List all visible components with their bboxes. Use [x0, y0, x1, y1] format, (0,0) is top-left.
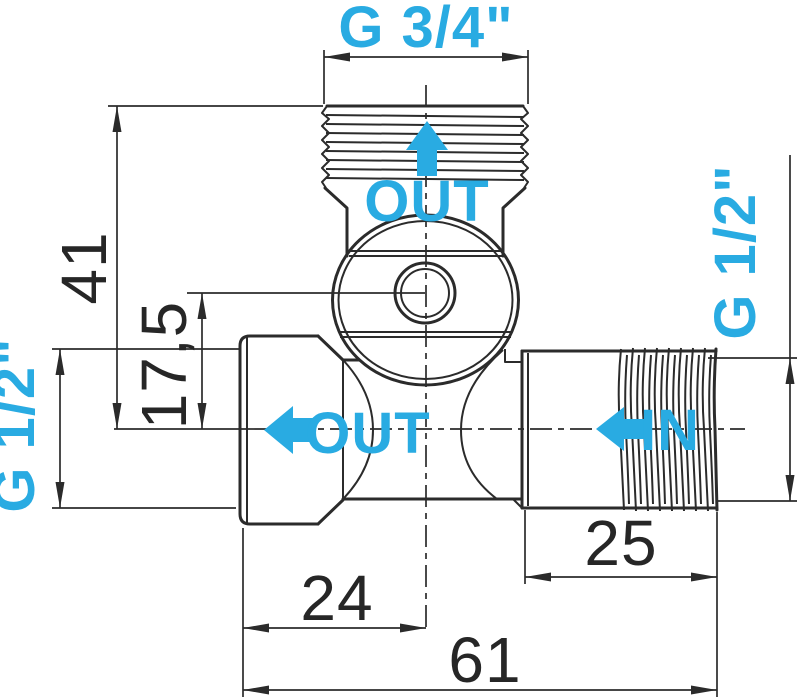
right-neck-ledge — [504, 349, 522, 363]
right-thread-label: G 1/2" — [703, 164, 768, 339]
flow-arrow-left-in-icon — [596, 407, 646, 451]
thread-right-profile — [520, 105, 529, 189]
right-port-bottom-chamfer — [512, 498, 523, 509]
left-cone-intersection-curve — [343, 360, 374, 499]
right-cone-intersection-curve — [460, 349, 504, 500]
thread-neck-left — [323, 186, 349, 258]
right-flow-label: IN — [640, 398, 700, 463]
dimension-lines — [52, 50, 797, 697]
dimension-17-5: 17,5 — [128, 301, 200, 430]
dimension-24: 24 — [300, 562, 373, 634]
stem-hole-inner — [400, 268, 450, 318]
flow-arrow-up-icon — [406, 121, 448, 176]
dimension-41: 41 — [48, 231, 120, 304]
left-port-chamfer-bottom — [316, 498, 345, 526]
flow-arrows — [264, 121, 646, 454]
stem-hole-outer — [393, 261, 457, 325]
left-port-chamfer-top — [316, 334, 345, 362]
left-flow-label: OUT — [305, 401, 430, 466]
labels: G 3/4" OUT G 1/2" OUT IN G 1/2" 41 17,5 … — [0, 0, 768, 696]
top-thread-label: G 3/4" — [338, 0, 513, 60]
right-thread-end-edge — [712, 347, 719, 512]
thread-neck-right — [501, 186, 527, 258]
dimension-25: 25 — [584, 507, 657, 579]
body-inner-circle — [337, 220, 514, 380]
valve-body — [331, 213, 520, 387]
flow-arrow-left-out-icon — [264, 406, 314, 454]
left-thread-label: G 1/2" — [0, 337, 47, 512]
thread-left-profile — [321, 105, 330, 189]
centerlines — [114, 85, 745, 632]
left-port-cap-outline — [238, 334, 320, 526]
top-flow-label: OUT — [364, 169, 489, 234]
body-outer-circle — [331, 213, 520, 387]
left-port — [238, 334, 524, 526]
dimension-61: 61 — [448, 624, 521, 696]
